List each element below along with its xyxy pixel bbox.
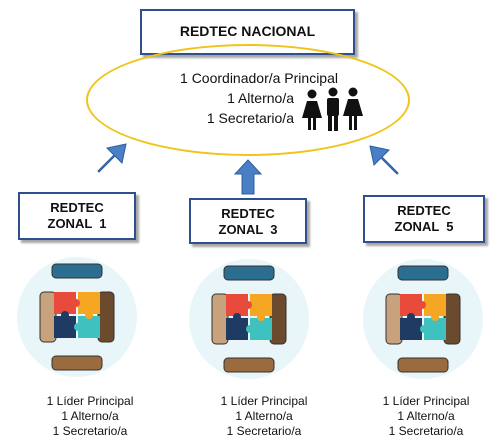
- national-ellipse: [86, 44, 410, 156]
- people-icon: [302, 87, 363, 131]
- arrow-zone3-icon: [233, 159, 263, 195]
- arrow-zone1-icon: [97, 143, 127, 173]
- zone5-roles: 1 Líder Principal 1 Alterno/a 1 Secretar…: [356, 394, 496, 439]
- zone3-roles: 1 Líder Principal 1 Alterno/a 1 Secretar…: [194, 394, 334, 439]
- national-role-1: 1 Coordinador/a Principal: [180, 70, 338, 86]
- zone1-line2: ZONAL 1: [47, 216, 107, 231]
- zone3-role-1: 1 Líder Principal: [220, 394, 308, 408]
- zone1-role-2: 1 Alterno/a: [61, 409, 119, 423]
- teamwork-puzzle-icon: [189, 259, 309, 379]
- zone1-role-1: 1 Líder Principal: [46, 394, 134, 408]
- zone3-role-2: 1 Alterno/a: [235, 409, 293, 423]
- arrow-zone5-icon: [369, 145, 399, 175]
- zone5-role-2: 1 Alterno/a: [397, 409, 455, 423]
- zone5-line2: ZONAL 5: [394, 219, 454, 234]
- zone3-role-3: 1 Secretario/a: [226, 424, 302, 438]
- zone1-role-3: 1 Secretario/a: [52, 424, 128, 438]
- zone3-line2: ZONAL 3: [218, 222, 278, 237]
- national-role-3: 1 Secretario/a: [206, 110, 294, 126]
- zone5-line1: REDTEC: [397, 203, 451, 218]
- national-roles: 1 Coordinador/a Principal 1 Alterno/a 1 …: [120, 68, 338, 128]
- zone3-line1: REDTEC: [221, 206, 275, 221]
- zone5-role-1: 1 Líder Principal: [382, 394, 470, 408]
- teamwork-puzzle-icon: [363, 259, 483, 379]
- national-title: REDTEC NACIONAL: [179, 23, 316, 39]
- teamwork-puzzle-icon: [17, 257, 137, 377]
- zone1-box: REDTEC ZONAL 1: [18, 192, 136, 240]
- zone5-role-3: 1 Secretario/a: [388, 424, 464, 438]
- zone3-box: REDTEC ZONAL 3: [189, 198, 307, 244]
- national-role-2: 1 Alterno/a: [227, 90, 294, 106]
- zone5-box: REDTEC ZONAL 5: [363, 195, 485, 243]
- zone1-line1: REDTEC: [50, 200, 104, 215]
- zone1-roles: 1 Líder Principal 1 Alterno/a 1 Secretar…: [20, 394, 160, 439]
